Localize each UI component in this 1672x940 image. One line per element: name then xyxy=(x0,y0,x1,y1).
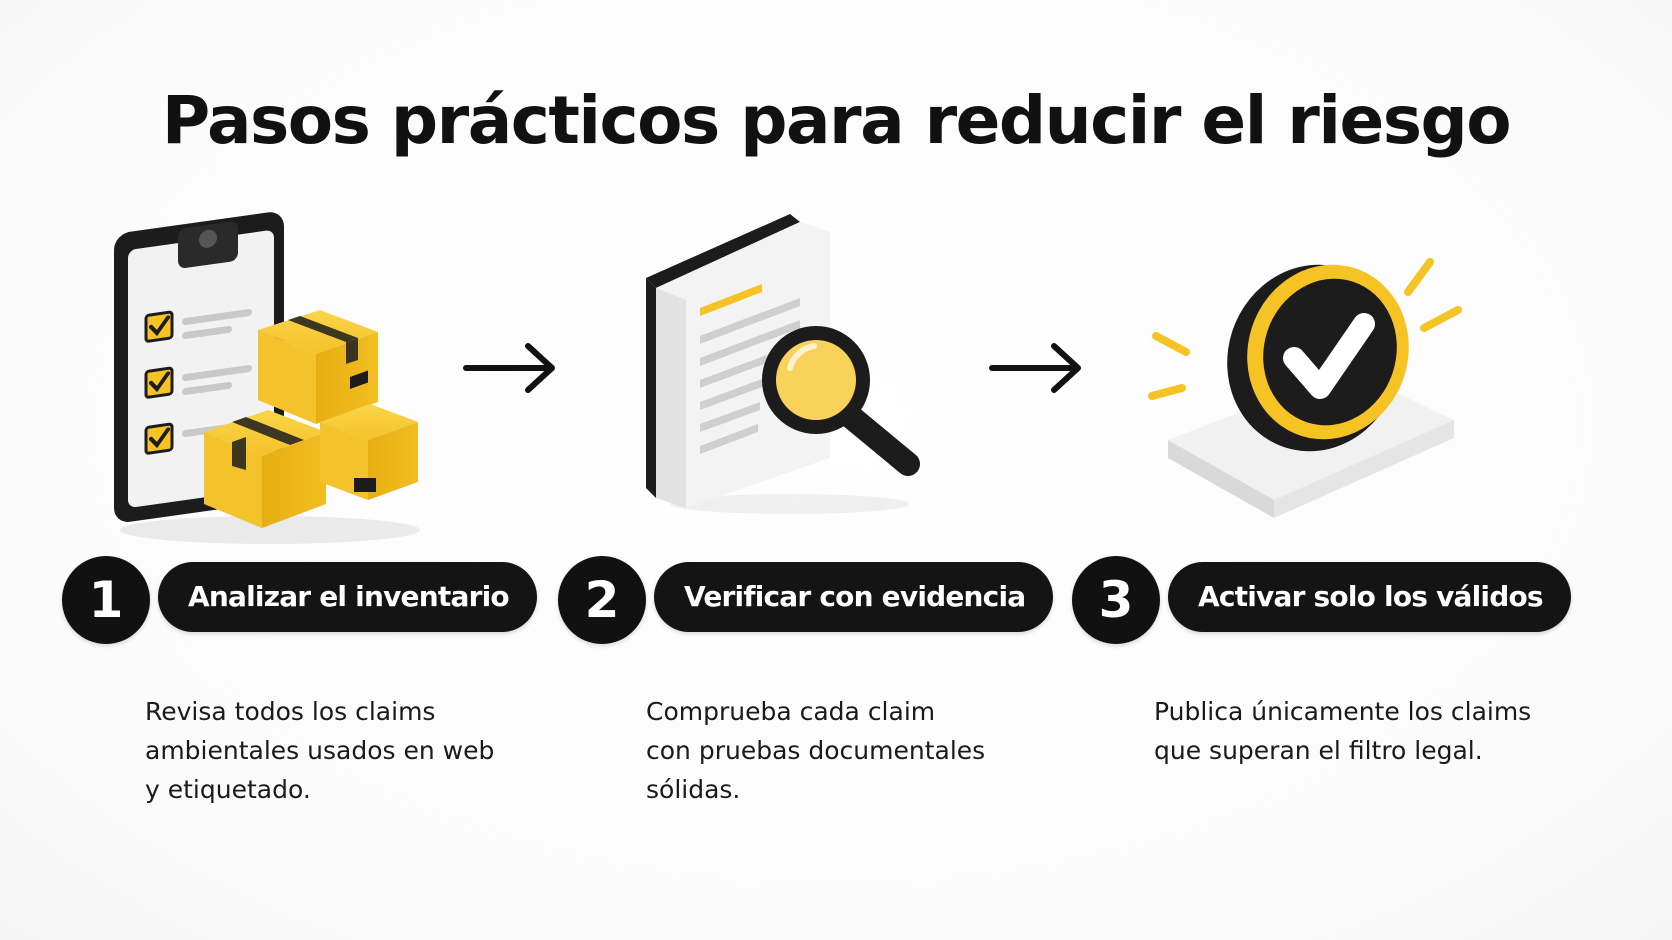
description-line: sólidas. xyxy=(646,775,741,804)
description-line: que superan el filtro legal. xyxy=(1154,736,1483,765)
arrow-right-icon xyxy=(989,343,1081,393)
step-description: Revisa todos los claims ambientales usad… xyxy=(145,692,494,809)
description-line: Comprueba cada claim xyxy=(646,697,936,726)
step-label: Activar solo los válidos xyxy=(1168,562,1571,632)
step-label: Verificar con evidencia xyxy=(654,562,1054,632)
description-line: Publica únicamente los claims xyxy=(1154,697,1532,726)
document-magnifier-icon xyxy=(646,214,920,514)
step-label: Analizar el inventario xyxy=(158,562,537,632)
description-line: y etiquetado. xyxy=(145,775,311,804)
description-line: con pruebas documentales xyxy=(646,736,986,765)
checkmark-badge-icon xyxy=(1148,258,1462,518)
step-number-badge: 2 xyxy=(558,556,646,644)
arrow-right-icon xyxy=(463,343,555,393)
description-line: ambientales usados en web xyxy=(145,736,495,765)
step-number-badge: 3 xyxy=(1072,556,1160,644)
step-number-badge: 1 xyxy=(62,556,150,644)
page-title: Pasos prácticos para reducir el riesgo xyxy=(161,82,1512,159)
clipboard-checklist-with-boxes-icon xyxy=(114,212,420,544)
step-description: Comprueba cada claim con pruebas documen… xyxy=(646,692,985,809)
description-line: Revisa todos los claims xyxy=(145,697,436,726)
step-description: Publica únicamente los claims que supera… xyxy=(1154,692,1531,770)
